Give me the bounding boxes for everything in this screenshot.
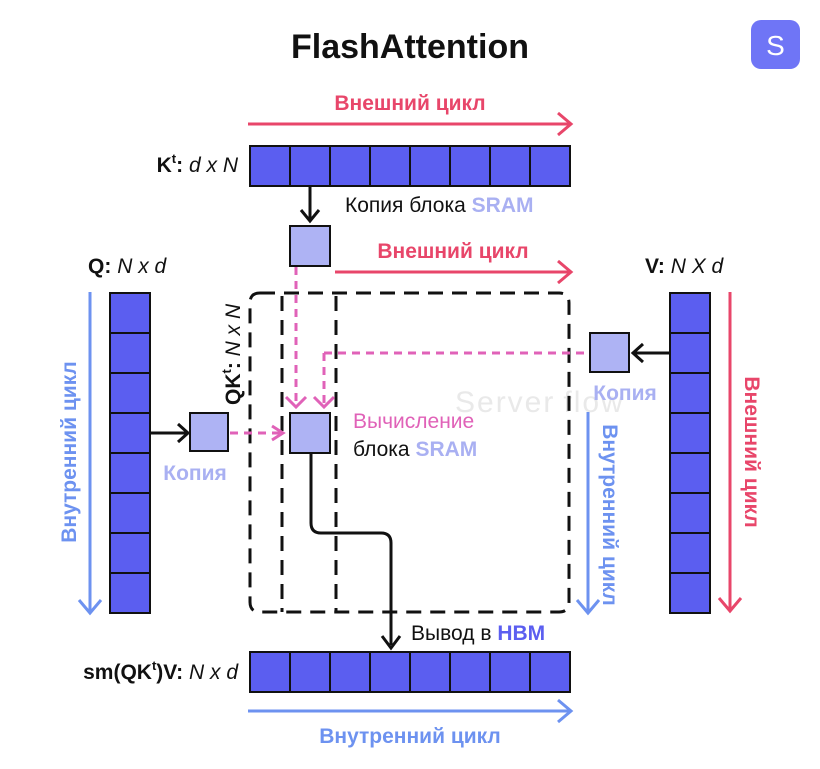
v-copy-label: Копия	[593, 382, 657, 405]
k-matrix-cell	[369, 145, 411, 187]
v-matrix-cell	[669, 372, 711, 414]
compute-label-line2: блока SRAM	[353, 438, 477, 461]
q-copy-arrow	[151, 422, 191, 444]
k-matrix-cell	[289, 145, 331, 187]
k-matrix-label: Kt: d x N	[157, 151, 239, 177]
watermark: Server flow	[455, 386, 625, 419]
v-matrix-cell	[669, 452, 711, 494]
output-matrix-row	[249, 651, 571, 693]
q-sram-block	[189, 412, 229, 452]
q-matrix-label: Q: N x d	[88, 255, 168, 278]
q-copy-label: Копия	[163, 462, 227, 485]
q-matrix-cell	[109, 372, 151, 414]
qk-matrix-outline	[248, 291, 571, 614]
inner-loop-bottom-label: Внутренний цикл	[319, 725, 501, 748]
k-copy-arrow	[299, 186, 321, 224]
inner-loop-right-label: Внутренний цикл	[598, 424, 621, 606]
output-hbm-label: Вывод в HBM	[411, 622, 545, 645]
inner-loop-bottom-arrow	[248, 698, 574, 724]
output-matrix-cell	[329, 651, 371, 693]
outer-loop-right-label: Внешний цикл	[740, 376, 763, 527]
qk-matrix-label: QKt: N x N	[219, 303, 245, 405]
k-matrix-cell	[329, 145, 371, 187]
outer-loop-mid-arrow	[335, 259, 574, 285]
output-matrix-cell	[249, 651, 291, 693]
outer-loop-top-label: Внешний цикл	[334, 92, 485, 115]
v-matrix-cell	[669, 492, 711, 534]
output-arrow	[309, 453, 402, 651]
inner-loop-left-label: Внутренний цикл	[58, 361, 81, 543]
v-copy-arrow	[630, 342, 670, 364]
q-matrix-cell	[109, 492, 151, 534]
v-matrix-column	[669, 292, 711, 614]
outer-loop-mid-label: Внешний цикл	[377, 240, 528, 263]
compute-label-line1: Вычисление	[353, 410, 474, 433]
inner-loop-right-arrow	[575, 412, 601, 616]
v-matrix-label: V: N X d	[645, 255, 725, 278]
v-matrix-cell	[669, 332, 711, 374]
k-matrix-cell	[409, 145, 451, 187]
q-matrix-cell	[109, 532, 151, 574]
output-matrix-cell	[289, 651, 331, 693]
compute-flow-lines	[230, 267, 588, 442]
q-matrix-cell	[109, 572, 151, 614]
inner-loop-left-arrow	[77, 292, 103, 616]
k-matrix-cell	[449, 145, 491, 187]
logo-letter: S	[766, 30, 785, 61]
output-matrix-cell	[529, 651, 571, 693]
q-matrix-cell	[109, 292, 151, 334]
output-matrix-cell	[369, 651, 411, 693]
output-matrix-label: sm(QKt)V: N x d	[83, 658, 239, 684]
q-matrix-cell	[109, 452, 151, 494]
output-matrix-cell	[449, 651, 491, 693]
compute-sram-block	[289, 412, 331, 454]
page-title: FlashAttention	[291, 28, 529, 66]
output-matrix-cell	[489, 651, 531, 693]
v-matrix-cell	[669, 292, 711, 334]
outer-loop-top-arrow	[248, 111, 574, 137]
q-matrix-cell	[109, 412, 151, 454]
logo: S	[751, 20, 800, 69]
outer-loop-right-arrow	[717, 292, 743, 614]
k-sram-block	[289, 225, 331, 267]
v-sram-block	[589, 332, 630, 373]
q-matrix-cell	[109, 332, 151, 374]
k-matrix-cell	[249, 145, 291, 187]
q-matrix-column	[109, 292, 151, 614]
output-matrix-cell	[409, 651, 451, 693]
v-matrix-cell	[669, 412, 711, 454]
k-matrix-cell	[489, 145, 531, 187]
copy-block-sram-label: Копия блока SRAM	[345, 194, 534, 217]
k-matrix-row	[249, 145, 571, 187]
v-matrix-cell	[669, 532, 711, 574]
k-matrix-cell	[529, 145, 571, 187]
v-matrix-cell	[669, 572, 711, 614]
